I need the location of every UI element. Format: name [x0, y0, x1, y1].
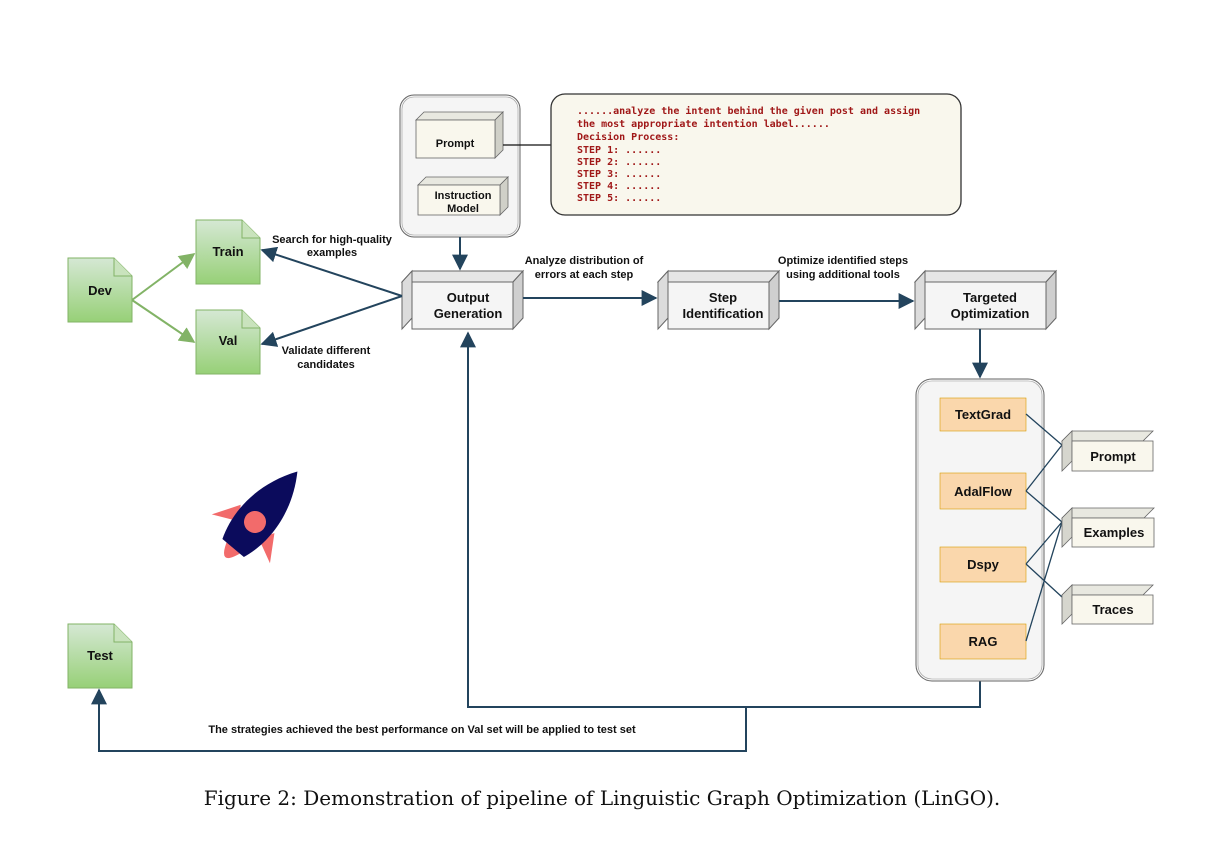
dev-label: Dev	[88, 283, 113, 298]
code-box	[550, 93, 962, 216]
output-label-2: Generation	[434, 306, 503, 321]
val-file: Val	[195, 309, 261, 375]
tool-label-3: RAG	[969, 634, 998, 649]
target-label-1: Targeted	[963, 290, 1017, 305]
code-line-5: STEP 3: ......	[577, 169, 661, 180]
tool-dspy: Dspy	[939, 546, 1027, 583]
step-label-2: Identification	[683, 306, 764, 321]
instruction-label-2: Model	[447, 203, 479, 215]
figure-caption: Figure 2: Demonstration of pipeline of L…	[204, 786, 1001, 810]
step-identification-box: Step Identification	[656, 269, 781, 331]
optimize-annotation-2: using additional tools	[786, 269, 900, 281]
train-label: Train	[212, 244, 243, 259]
target-traces-box: Traces	[1061, 584, 1154, 625]
analyze-annotation-1: Analyze distribution of	[525, 255, 644, 267]
tool-label-2: Dspy	[967, 557, 1000, 572]
code-line-6: STEP 4: ......	[577, 181, 661, 192]
output-label-1: Output	[447, 290, 490, 305]
analyze-annotation-2: errors at each step	[535, 269, 634, 281]
code-line-3: STEP 1: ......	[577, 145, 661, 156]
instruction-model-box: Instruction Model	[417, 176, 509, 216]
dev-file: Dev	[67, 257, 133, 323]
tool-adalflow: AdalFlow	[939, 472, 1027, 510]
validate-annotation-2: candidates	[297, 359, 354, 371]
prompt-label: Prompt	[436, 138, 475, 150]
target-examples-box: Examples	[1061, 507, 1155, 548]
target-label-2: Optimization	[951, 306, 1030, 321]
target-label-2: Traces	[1092, 602, 1133, 617]
validate-annotation-1: Validate different	[282, 345, 371, 357]
tool-rag: RAG	[939, 623, 1027, 660]
code-line-2: Decision Process:	[577, 131, 679, 143]
test-file: Test	[67, 623, 133, 689]
code-line-1: the most appropriate intention label....…	[577, 118, 830, 130]
tool-textgrad: TextGrad	[939, 397, 1027, 432]
target-label-0: Prompt	[1090, 449, 1136, 464]
search-annotation-2: examples	[307, 247, 357, 259]
rocket-icon	[211, 471, 298, 564]
test-label: Test	[87, 648, 113, 663]
val-label: Val	[219, 333, 238, 348]
code-line-0: ......analyze the intent behind the give…	[577, 105, 920, 117]
train-file: Train	[195, 219, 261, 285]
bottom-annotation: The strategies achieved the best perform…	[208, 724, 636, 736]
targeted-optimization-box: Targeted Optimization	[913, 269, 1058, 331]
tool-label-0: TextGrad	[955, 407, 1011, 422]
prompt-box: Prompt	[415, 111, 504, 159]
target-prompt-box: Prompt	[1061, 430, 1154, 472]
step-label-1: Step	[709, 290, 737, 305]
optimize-annotation-1: Optimize identified steps	[778, 255, 908, 267]
code-line-7: STEP 5: ......	[577, 193, 661, 204]
code-line-4: STEP 2: ......	[577, 157, 661, 168]
tools-container	[915, 378, 1045, 682]
output-generation-box: Output Generation	[400, 269, 525, 331]
target-label-1: Examples	[1084, 525, 1145, 540]
instruction-label-1: Instruction	[435, 190, 492, 202]
search-annotation-1: Search for high-quality	[272, 234, 393, 246]
tool-label-1: AdalFlow	[954, 484, 1013, 499]
